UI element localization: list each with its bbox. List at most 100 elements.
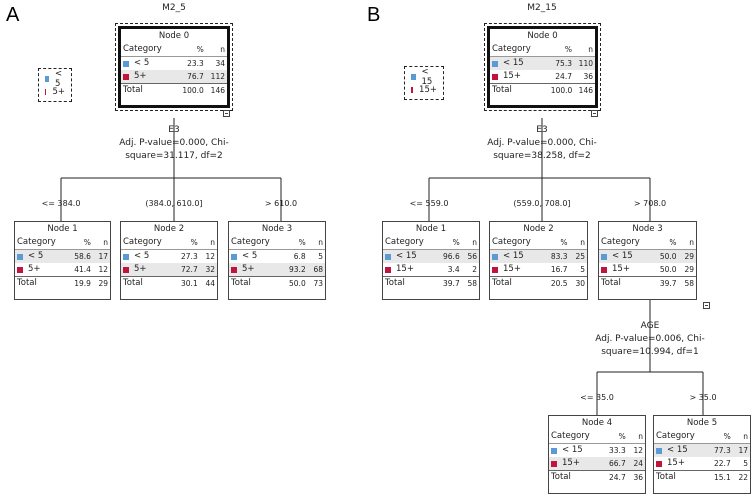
header-row: Category%n <box>383 236 479 250</box>
pct-value: 58.6 <box>68 249 93 263</box>
red-swatch <box>385 266 391 273</box>
collapse-toggle-icon[interactable] <box>591 110 598 117</box>
legend-label: < 15 <box>421 66 433 87</box>
header-pct: % <box>707 430 733 444</box>
n-value: 22 <box>732 470 750 484</box>
pct-value: 96.6 <box>436 249 462 263</box>
n-value: 58 <box>678 276 696 290</box>
pct-value: 24.7 <box>555 72 572 81</box>
red-swatch <box>411 86 414 93</box>
category-label: 15+ <box>612 264 630 274</box>
total-label: Total <box>599 276 654 290</box>
pct-value: 50.0 <box>653 249 679 263</box>
node-title: Node 3 <box>261 224 293 234</box>
header-n: n <box>732 430 750 444</box>
blue-swatch <box>601 253 607 260</box>
header-category: Category <box>549 430 603 444</box>
header-n: n <box>627 430 645 444</box>
red-swatch <box>492 73 498 80</box>
header-row: Category%n <box>490 236 587 250</box>
n-value: 34 <box>215 59 225 68</box>
category-label: < 15 <box>612 251 633 261</box>
header-pct: % <box>180 43 206 57</box>
pct-value: 93.2 <box>282 263 308 277</box>
split-info-a: E3 Adj. P-value=0.000, Chi- square=31.11… <box>104 124 244 163</box>
node-title: Node 3 <box>632 224 663 234</box>
legend-item: < 15 <box>411 67 437 87</box>
total-label: Total <box>549 470 603 484</box>
n-value: 29 <box>678 249 696 263</box>
pct-value: 23.3 <box>187 59 204 68</box>
blue-swatch <box>492 60 498 67</box>
category-row: < 15 33.3 12 <box>549 444 645 458</box>
red-swatch <box>123 266 129 273</box>
n-value: 24 <box>627 457 645 471</box>
pct-value: 77.3 <box>707 443 733 457</box>
split-stat-line1: Adj. P-value=0.000, Chi- <box>119 138 229 148</box>
category-label: 15+ <box>396 264 414 274</box>
collapse-toggle-icon[interactable] <box>223 110 230 117</box>
header-pct: % <box>544 236 570 250</box>
category-label: < 15 <box>396 251 417 261</box>
n-value: 12 <box>633 446 643 455</box>
red-swatch <box>656 460 662 467</box>
n-value: 68 <box>307 263 325 277</box>
total-label: Total <box>383 276 437 290</box>
header-row: Category%n <box>121 236 217 250</box>
n-value: 32 <box>199 263 217 277</box>
n-value: 146 <box>205 83 227 97</box>
legend-label: < 5 <box>54 68 63 89</box>
branch-label: <= 35.0 <box>580 393 614 402</box>
header-category: Category <box>121 43 181 57</box>
pct-value: 16.7 <box>550 265 568 274</box>
header-n: n <box>92 236 110 250</box>
pct-value: 39.7 <box>653 276 679 290</box>
pct-value: 33.3 <box>609 446 626 455</box>
total-label: Total <box>15 276 69 290</box>
branch-label: > 610.0 <box>264 199 298 208</box>
category-label: 5+ <box>134 71 147 81</box>
header-pct: % <box>653 236 679 250</box>
red-swatch <box>551 460 557 467</box>
header-category: Category <box>490 236 545 250</box>
header-category: Category <box>15 236 69 250</box>
node-title: Node 0 <box>527 31 558 41</box>
category-label: < 5 <box>134 251 150 261</box>
split-info-b2: AGE Adj. P-value=0.006, Chi- square=10.9… <box>580 320 720 359</box>
n-value: 5 <box>318 252 323 261</box>
pct-value: 39.7 <box>436 276 462 290</box>
collapse-toggle-icon[interactable] <box>703 302 710 309</box>
n-value: 2 <box>472 265 477 274</box>
branch-label: > 35.0 <box>689 393 717 402</box>
branch-label: (384.0, 610.0] <box>145 199 203 208</box>
pct-value: 19.9 <box>68 276 93 290</box>
n-value: 29 <box>92 276 110 290</box>
category-label: < 15 <box>562 445 583 455</box>
header-n: n <box>199 236 217 250</box>
blue-swatch <box>492 253 498 260</box>
category-label: 15+ <box>503 71 521 81</box>
category-label: < 5 <box>28 251 44 261</box>
